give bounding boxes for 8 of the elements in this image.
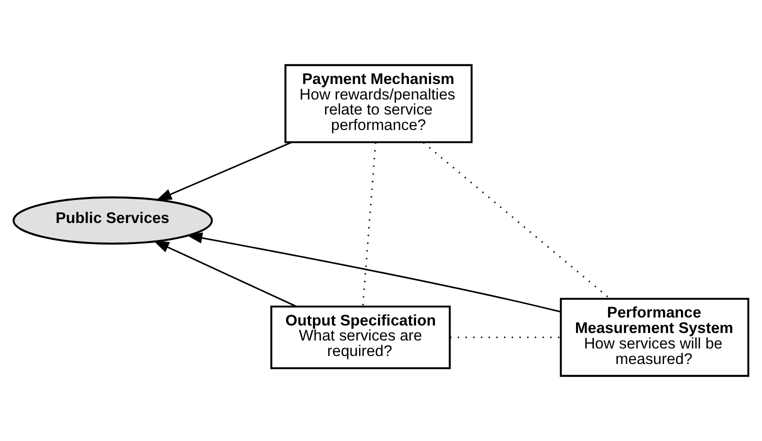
node-box: Performance Measurement System How services will be measured? <box>560 298 750 377</box>
node-box: Payment Mechanism How rewards/penalties relate to service performance? <box>284 64 473 144</box>
arrow <box>156 142 292 201</box>
arrow <box>186 232 561 313</box>
node-box: Output Specification What services are required? <box>270 306 451 370</box>
arrow <box>153 240 296 308</box>
connector <box>362 142 376 307</box>
connector <box>422 142 611 300</box>
